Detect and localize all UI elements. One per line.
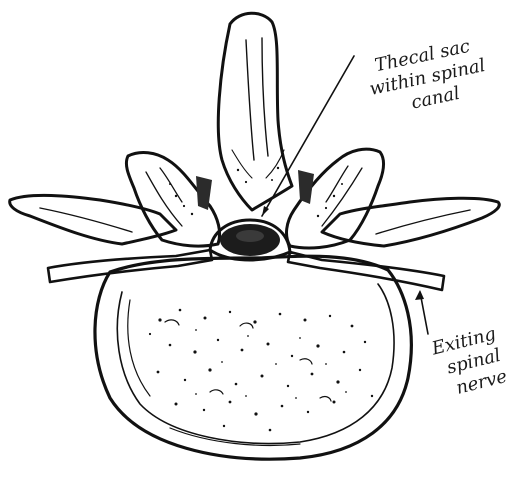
thecal-sac-label: Thecal sac within spinal canal	[363, 32, 497, 121]
exiting-nerve-label: Exiting spinal nerve	[429, 322, 513, 402]
left-transverse-process	[10, 195, 176, 244]
vertebral-body	[95, 256, 411, 459]
exiting-spinal-nerve-right	[288, 252, 444, 290]
right-transverse-process	[322, 198, 499, 246]
spinous-process	[218, 13, 292, 210]
nerve-arrow	[415, 290, 428, 334]
bone-speckles	[149, 309, 373, 432]
spinal-canal	[210, 220, 290, 260]
